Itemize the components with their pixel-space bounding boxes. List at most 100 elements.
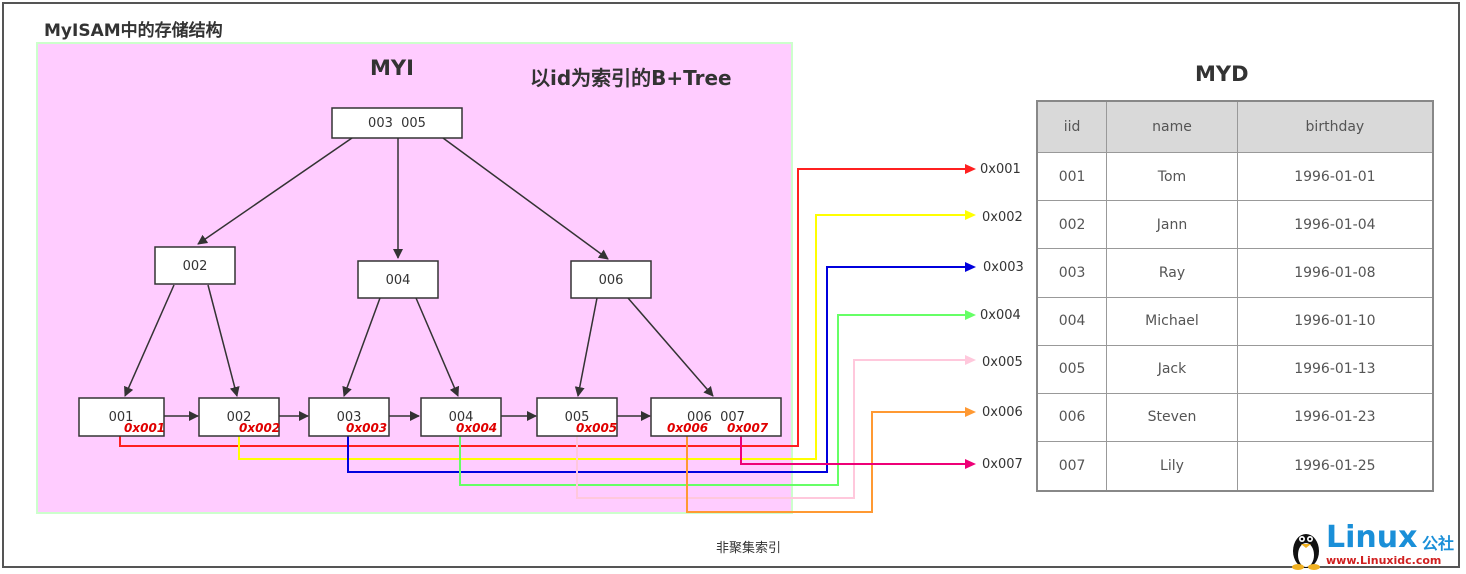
leaf-key: 002: [227, 410, 252, 425]
cell-id: 007: [1036, 441, 1108, 492]
cell-birthday: 1996-01-08: [1236, 248, 1434, 298]
table-row: 001 Tom 1996-01-01: [1036, 151, 1434, 202]
table-row: 007 Lily 1996-01-25: [1036, 441, 1434, 492]
table-row: 003 Ray 1996-01-08: [1036, 248, 1434, 298]
cell-birthday: 1996-01-25: [1236, 441, 1434, 492]
pointer-line-0x002: [238, 214, 965, 460]
leaf-node: [650, 397, 782, 437]
caption: 非聚集索引: [716, 541, 782, 556]
pointer-label: 0x006: [982, 405, 1023, 420]
table-row: 005 Jack 1996-01-13: [1036, 344, 1434, 394]
leaf-node: [198, 397, 280, 437]
pointer-label: 0x007: [982, 457, 1023, 472]
cell-birthday: 1996-01-23: [1236, 392, 1434, 443]
cell-id: 003: [1036, 248, 1108, 298]
internal-node: [357, 260, 439, 299]
cell-birthday: 1996-01-10: [1236, 296, 1434, 346]
leaf-node: [78, 397, 165, 437]
pointer-arrowhead-0x007: [965, 459, 976, 469]
pointer-line-0x005: [576, 359, 965, 499]
table-row: 002 Jann 1996-01-04: [1036, 200, 1434, 250]
pointer-arrowhead-0x006: [965, 407, 976, 417]
cell-id: 005: [1036, 344, 1108, 394]
pointer-label: 0x004: [980, 308, 1021, 323]
leaf-key: 003: [337, 410, 362, 425]
tree-edge: [207, 284, 240, 397]
tree-edge: [627, 297, 714, 397]
pointer-line-0x006: [686, 411, 965, 513]
pointer-label: 0x002: [982, 210, 1023, 225]
pointer-label: 0x005: [982, 355, 1023, 370]
logo-url: www.Linuxidc.com: [1326, 554, 1442, 567]
cell-name: Ray: [1106, 248, 1238, 298]
table-header-row: iid name birthday: [1036, 100, 1434, 153]
cell-birthday: 1996-01-01: [1236, 151, 1434, 202]
cell-name: Lily: [1106, 441, 1238, 492]
internal-key: 006: [599, 273, 624, 288]
column-header: iid: [1036, 100, 1108, 153]
leaf-addr: 0x003: [346, 421, 387, 435]
leaf-key: 001: [109, 410, 134, 425]
cell-name: Jack: [1106, 344, 1238, 394]
pointer-arrowheads: [965, 164, 976, 469]
pointer-arrowhead-0x004: [965, 310, 976, 320]
internal-node: [154, 246, 236, 285]
cell-id: 002: [1036, 200, 1108, 250]
tree-edge: [342, 297, 381, 397]
leaf-addr: 0x007: [727, 421, 769, 435]
leaf-addr: 0x001: [124, 421, 165, 435]
leaf-key: 004: [449, 410, 474, 425]
leaf-addr: 0x004: [456, 421, 497, 435]
myd-title: MYD: [1195, 62, 1249, 86]
tree-subtitle: 以id为索引的B+Tree: [530, 66, 732, 90]
leaf-node: [536, 397, 618, 437]
leaf-addr: 0x005: [576, 421, 617, 435]
table-row: 006 Steven 1996-01-23: [1036, 392, 1434, 443]
pointer-label: 0x003: [983, 260, 1024, 275]
internal-key: 002: [183, 259, 208, 274]
pointer-arrowhead-0x002: [965, 210, 976, 220]
tree-edge: [124, 284, 175, 397]
penguin-icon: [1292, 534, 1320, 570]
tree-edge: [574, 297, 598, 397]
leaf-addr: 0x002: [239, 421, 280, 435]
cell-name: Michael: [1106, 296, 1238, 346]
pointer-line-0x007: [740, 436, 965, 465]
column-header: name: [1106, 100, 1238, 153]
table-row: 004 Michael 1996-01-10: [1036, 296, 1434, 346]
cell-name: Tom: [1106, 151, 1238, 202]
cell-birthday: 1996-01-04: [1236, 200, 1434, 250]
tree-edge: [197, 137, 353, 245]
linuxidc-logo: Linux 公社 www.Linuxidc.com: [1288, 520, 1464, 570]
root-key: 003 005: [368, 116, 426, 131]
logo-word: Linux: [1326, 520, 1418, 555]
page-title: MyISAM中的存储结构: [44, 21, 223, 41]
root-node: [331, 107, 463, 139]
cell-name: Jann: [1106, 200, 1238, 250]
tree-edge: [442, 137, 609, 260]
cell-id: 004: [1036, 296, 1108, 346]
cell-name: Steven: [1106, 392, 1238, 443]
myi-title: MYI: [370, 56, 414, 80]
pointer-line-0x004: [459, 314, 965, 486]
leaf-key: 006 007: [687, 410, 745, 425]
leaf-node: [308, 397, 390, 437]
pointer-line-0x003: [347, 266, 965, 473]
logo-cn: 公社: [1422, 534, 1455, 553]
tree-edge: [415, 297, 460, 397]
pointer-label: 0x001: [980, 162, 1021, 177]
pointer-line-0x001: [119, 168, 965, 447]
pointer-arrowhead-0x001: [965, 164, 976, 174]
pointer-arrowhead-0x005: [965, 355, 976, 365]
leaf-key: 005: [565, 410, 590, 425]
cell-id: 006: [1036, 392, 1108, 443]
pointer-arrowhead-0x003: [965, 262, 976, 272]
leaf-node: [420, 397, 502, 437]
leaf-addr: 0x006: [667, 421, 708, 435]
myd-table: iid name birthday 001 Tom 1996-01-01 002…: [1036, 100, 1434, 492]
internal-key: 004: [386, 273, 411, 288]
cell-birthday: 1996-01-13: [1236, 344, 1434, 394]
internal-node: [570, 260, 652, 299]
